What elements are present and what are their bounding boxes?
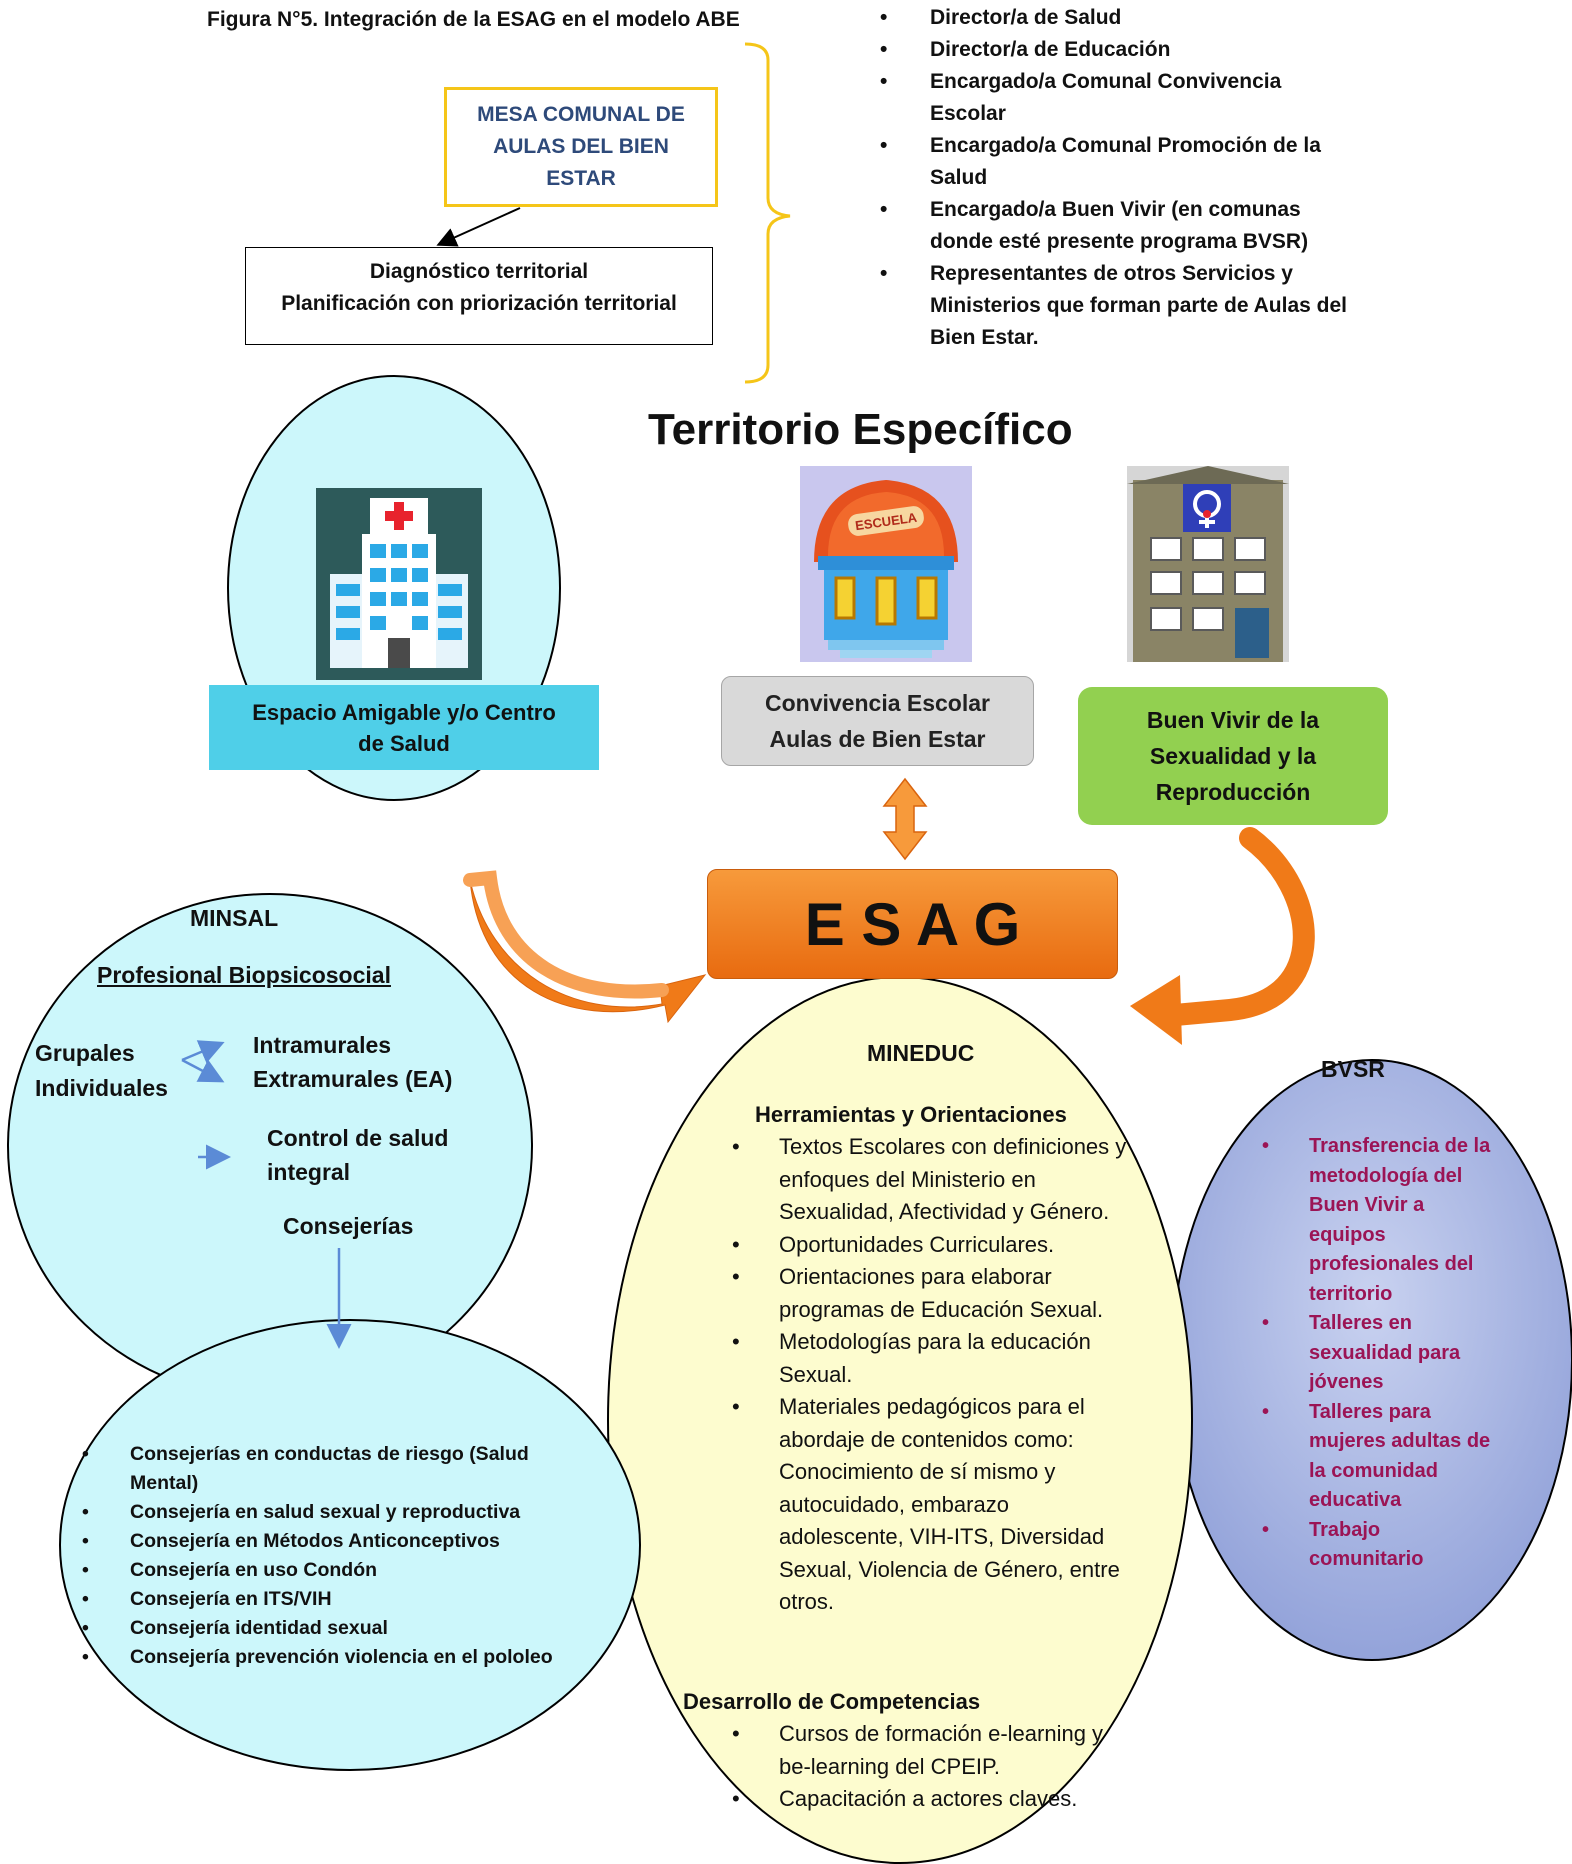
member-item: Representantes de otros Servicios y Mini…: [880, 258, 1360, 354]
consejeria-item: Consejería identidad sexual: [82, 1614, 600, 1643]
member-item: Director/a de Educación: [880, 34, 1360, 66]
consejeria-item: Consejería en Métodos Anticonceptivos: [82, 1527, 600, 1556]
consejeria-item: Consejería en ITS/VIH: [82, 1585, 600, 1614]
diagnostico-line1: Diagnóstico territorial: [369, 260, 589, 283]
bvsr-item: Talleres para mujeres adultas de la comu…: [1262, 1398, 1499, 1516]
bvsr-list: Transferencia de la metodología del Buen…: [1262, 1132, 1499, 1575]
individuales-label: Individuales: [35, 1075, 168, 1101]
herramienta-item: Materiales pedagógicos para el abordaje …: [732, 1391, 1139, 1619]
right-curved-arrow: [1130, 827, 1315, 1045]
members-list: Director/a de Salud Director/a de Educac…: [880, 2, 1360, 354]
member-item: Director/a de Salud: [880, 2, 1360, 34]
mineduc-title: MINEDUC: [867, 1040, 975, 1066]
diagnostico-line2: Planificación con priorización territori…: [281, 292, 677, 315]
herramienta-item: Orientaciones para elaborar programas de…: [732, 1261, 1139, 1326]
desarrollo-heading: Desarrollo de Competencias: [683, 1689, 981, 1714]
figure-title: Figura N°5. Integración de la ESAG en el…: [207, 8, 740, 31]
buen-vivir-label: Buen Vivir de la Sexualidad y la Reprodu…: [1146, 707, 1320, 805]
diagnostico-box: Diagnóstico territorial Planificación co…: [245, 247, 713, 345]
bvsr-title: BVSR: [1321, 1056, 1385, 1082]
member-item: Encargado/a Buen Vivir (en comunas donde…: [880, 194, 1360, 258]
minsal-title: MINSAL: [190, 905, 279, 931]
intramurales-arrow: [181, 1040, 225, 1064]
desarrollo-list: Cursos de formación e-learning y be-lear…: [732, 1718, 1139, 1816]
desarrollo-item: Cursos de formación e-learning y be-lear…: [732, 1718, 1139, 1783]
convivencia-line1: Convivencia Escolar: [765, 690, 990, 716]
consejeria-item: Consejerías en conductas de riesgo (Salu…: [82, 1440, 600, 1498]
mesa-text: MESA COMUNAL DE AULAS DEL BIEN ESTAR: [477, 103, 685, 190]
school-icon: ESCUELA: [800, 466, 972, 662]
esag-label: E S A G: [804, 890, 1021, 958]
member-item: Encargado/a Comunal Promoción de la Salu…: [880, 130, 1360, 194]
building-icon: [1127, 466, 1289, 662]
herramientas-list: Textos Escolares con definiciones y enfo…: [732, 1131, 1139, 1619]
consejeria-item: Consejería prevención violencia en el po…: [82, 1643, 600, 1672]
left-curved-arrow: [463, 870, 707, 1024]
herramienta-item: Textos Escolares con definiciones y enfo…: [732, 1131, 1139, 1229]
consejeria-item: Consejería en salud sexual y reproductiv…: [82, 1498, 600, 1527]
herramientas-heading: Herramientas y Orientaciones: [755, 1102, 1067, 1127]
bvsr-item: Transferencia de la metodología del Buen…: [1262, 1132, 1499, 1309]
extramurales-arrow: [181, 1058, 225, 1083]
esag-box: E S A G: [707, 869, 1118, 979]
consejerias-label: Consejerías: [283, 1213, 414, 1239]
convivencia-box: Convivencia Escolar Aulas de Bien Estar: [721, 676, 1034, 766]
consejerias-list: Consejerías en conductas de riesgo (Salu…: [82, 1440, 600, 1672]
bvsr-item: Trabajo comunitario: [1262, 1516, 1499, 1575]
extramurales-label: Extramurales (EA): [253, 1066, 453, 1092]
herramienta-item: Metodologías para la educación Sexual.: [732, 1326, 1139, 1391]
bvsr-item: Talleres en sexualidad para jóvenes: [1262, 1309, 1499, 1398]
mesa-box: MESA COMUNAL DE AULAS DEL BIEN ESTAR: [444, 87, 718, 207]
grupales-label: Grupales: [35, 1040, 135, 1066]
herramienta-item: Oportunidades Curriculares.: [732, 1229, 1139, 1262]
hospital-icon: [316, 488, 482, 680]
mesa-arrow: [436, 207, 521, 247]
espacio-amigable-box: Espacio Amigable y/o Centro de Salud: [209, 685, 599, 770]
desarrollo-item: Capacitación a actores claves.: [732, 1783, 1139, 1816]
espacio-amigable-label: Espacio Amigable y/o Centro de Salud: [252, 699, 556, 756]
members-bracket: [744, 42, 791, 384]
control-line1: Control de salud: [267, 1125, 449, 1151]
member-item: Encargado/a Comunal Convivencia Escolar: [880, 66, 1360, 130]
consejeria-item: Consejería en uso Condón: [82, 1556, 600, 1585]
control-line2: integral: [267, 1159, 351, 1185]
minsal-subtitle: Profesional Biopsicosocial: [97, 962, 391, 988]
intramurales-label: Intramurales: [253, 1032, 392, 1058]
territorio-title: Territorio Específico: [648, 405, 1073, 454]
convivencia-line2: Aulas de Bien Estar: [769, 726, 986, 752]
double-arrow: [882, 777, 928, 861]
buen-vivir-box: Buen Vivir de la Sexualidad y la Reprodu…: [1078, 687, 1388, 825]
